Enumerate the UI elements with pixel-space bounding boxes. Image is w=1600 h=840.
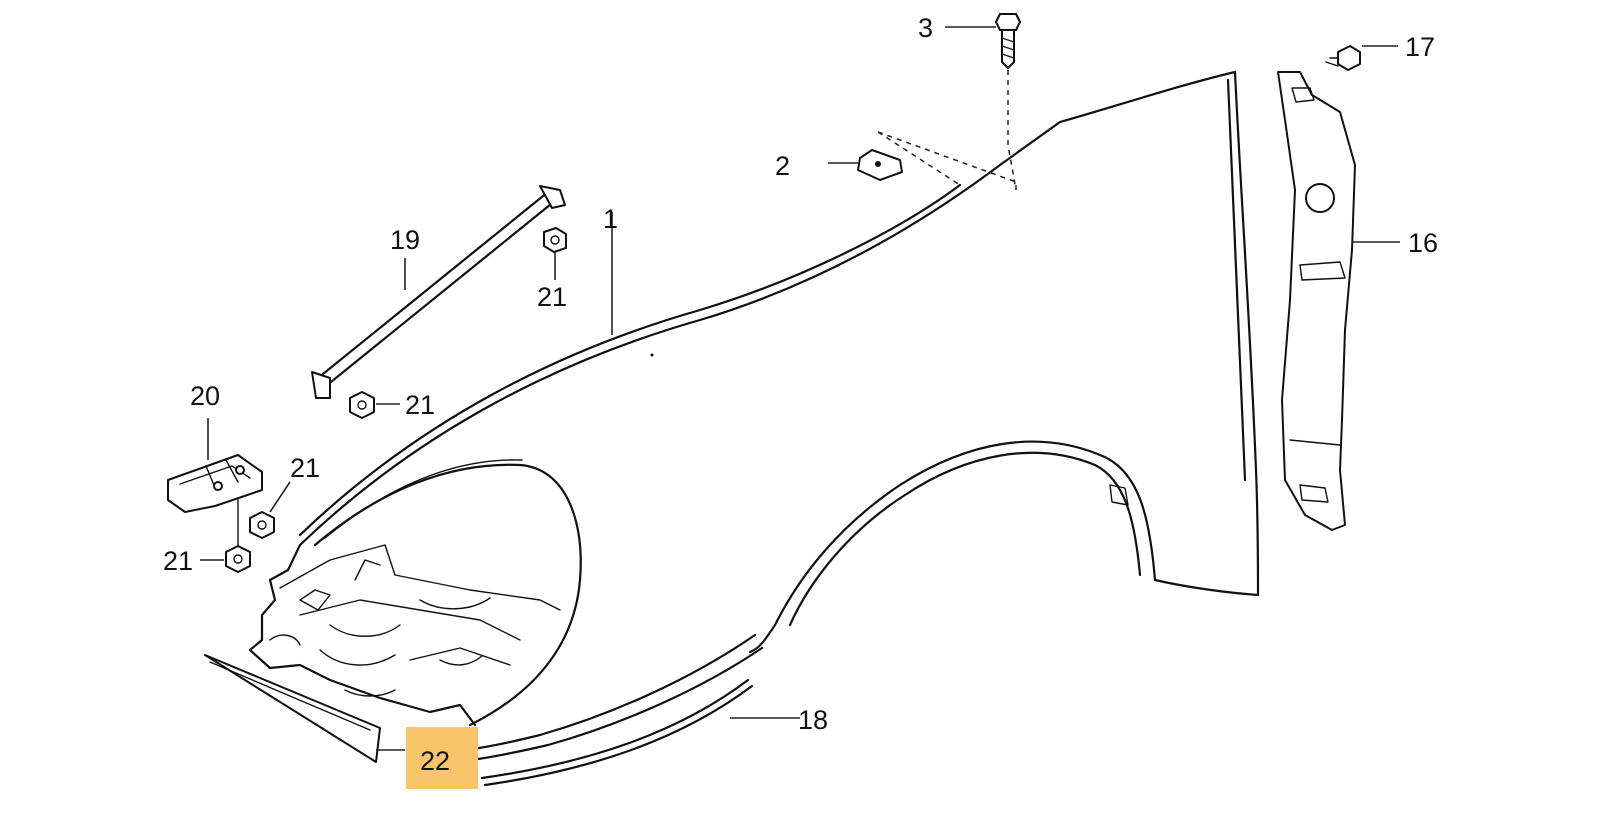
part-21-nut-b: [349, 391, 400, 419]
callout-22-highlight: [406, 727, 478, 789]
part-2-clip: [828, 131, 1017, 190]
callout-16: 16: [1408, 228, 1438, 258]
part-17-clip: [1325, 45, 1398, 71]
callout-18: 18: [798, 705, 828, 735]
callout-17: 17: [1405, 32, 1435, 62]
part-19-support-rod: [311, 185, 566, 399]
callout-22: 22: [420, 746, 450, 776]
part-21-nut-a: [543, 227, 567, 280]
callout-1: 1: [603, 204, 618, 234]
front-fender: [248, 70, 1260, 764]
callout-19: 19: [390, 225, 420, 255]
part-21-nut-c: [249, 481, 291, 539]
part-18-trim-strip: [480, 678, 800, 787]
callout-20: 20: [190, 381, 220, 411]
part-21-nut-d: [200, 499, 251, 573]
part-3-screw: [945, 13, 1021, 191]
callout-21-lower: 21: [163, 546, 193, 576]
callout-21-upper: 21: [537, 282, 567, 312]
callout-21-rod: 21: [405, 390, 435, 420]
callout-3: 3: [918, 13, 933, 43]
callout-2: 2: [775, 151, 790, 181]
part-20-bracket: [167, 418, 263, 513]
part-16-panel: [1277, 71, 1400, 531]
callout-21-bracket: 21: [290, 453, 320, 483]
